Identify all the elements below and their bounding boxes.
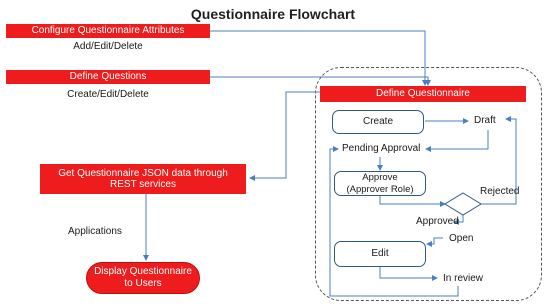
define-questions-step: Define Questions bbox=[6, 70, 210, 84]
questions-to-define-arrow bbox=[210, 76, 431, 86]
page-title: Questionnaire Flowchart bbox=[190, 6, 356, 22]
draft-to-pending-arrow bbox=[425, 130, 489, 152]
edit-box: Edit bbox=[334, 241, 426, 267]
review-to-pending-arrow bbox=[329, 146, 459, 297]
rejected-label: Rejected bbox=[480, 186, 520, 197]
open-to-edit-arrow bbox=[426, 237, 443, 247]
approve-to-decision-arrow bbox=[379, 194, 446, 207]
configure-attributes-step: Configure Questionnaire Attributes bbox=[6, 24, 210, 38]
approve-box: Approve (Approver Role) bbox=[334, 171, 426, 196]
define-questions-subtext: Create/Edit/Delete bbox=[67, 89, 149, 100]
decision-diamond bbox=[444, 192, 482, 216]
approved-label: Approved bbox=[416, 216, 459, 227]
define-questionnaire-header: Define Questionnaire bbox=[320, 86, 526, 102]
configure-to-define-arrow bbox=[210, 30, 428, 86]
edit-to-review-arrow bbox=[379, 266, 438, 281]
create-box: Create bbox=[332, 110, 424, 134]
applications-label: Applications bbox=[68, 226, 122, 237]
open-label: Open bbox=[449, 233, 474, 244]
draft-label: Draft bbox=[474, 115, 496, 126]
rejected-loop-arrow bbox=[481, 116, 517, 205]
display-questionnaire-step: Display Questionnaire to Users bbox=[86, 262, 200, 294]
get-json-step: Get Questionnaire JSON data through REST… bbox=[40, 164, 246, 194]
configure-attributes-subtext: Add/Edit/Delete bbox=[73, 41, 143, 52]
define-to-getjson-arrow bbox=[249, 91, 320, 181]
decision-to-approved-arrow bbox=[453, 214, 464, 225]
define-questionnaire-group bbox=[315, 67, 542, 301]
in-review-label: In review bbox=[443, 273, 484, 284]
pending-approval-label: Pending Approval bbox=[342, 143, 421, 154]
